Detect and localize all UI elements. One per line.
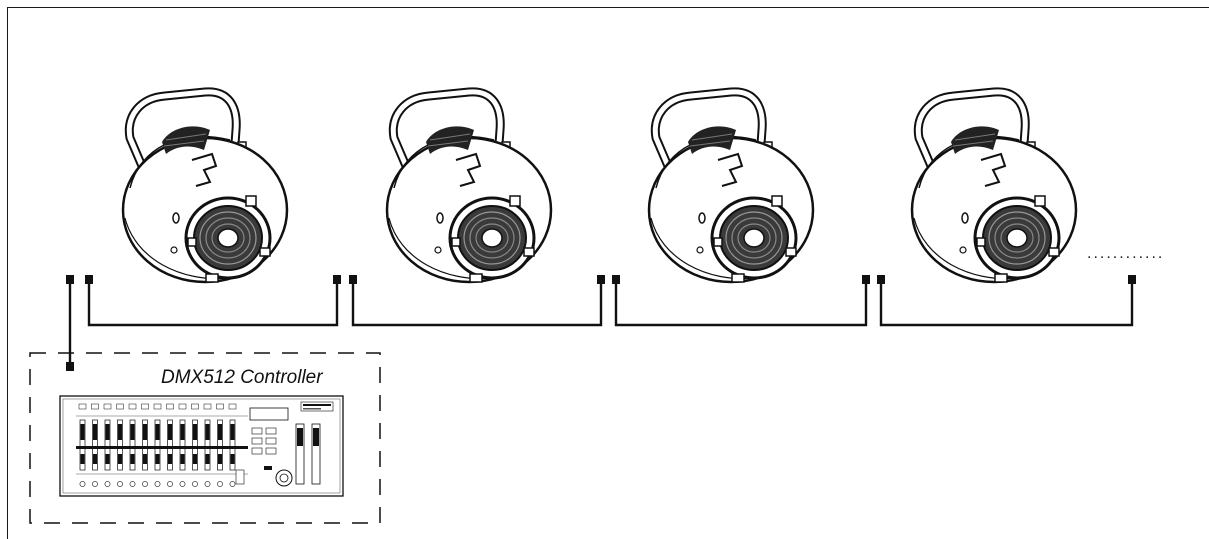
connector-controller-out: [66, 362, 74, 371]
cable-fixture-4-to-next: [879, 280, 1134, 327]
console-fader-channel: [153, 403, 162, 487]
dmx-connectors: [66, 275, 1136, 371]
console-fader-channel: [228, 403, 237, 487]
cable-fixture-3-to-4: [614, 280, 868, 327]
dmx-cable-chain: [68, 280, 1134, 366]
console-fader-channel: [141, 403, 149, 487]
console-fader-channel: [203, 403, 212, 487]
controller-dashed-box: [29, 352, 381, 524]
connector-in-3: [597, 275, 605, 284]
console-scene-bar: [76, 446, 248, 449]
console-fader-channel: [216, 403, 224, 487]
console-fader-channel: [191, 403, 199, 487]
connector-out-4: [877, 275, 885, 284]
connector-out-2: [349, 275, 357, 284]
fixture-4: [912, 92, 1076, 282]
connector-in-1: [66, 275, 74, 284]
fixture-3: [649, 92, 813, 282]
dmx-console-icon: [59, 395, 344, 497]
connector-in-4: [862, 275, 870, 284]
console-fader-channel: [91, 403, 99, 487]
console-fader-channel: [178, 403, 187, 487]
fixture-2: [387, 92, 551, 282]
console-fader-channel: [116, 403, 124, 487]
cable-fixture-2-to-3: [351, 280, 603, 327]
console-fader-channel: [166, 403, 174, 487]
continuation-marker: ............: [1087, 245, 1164, 262]
connector-out-3: [612, 275, 620, 284]
connector-in-next: [1128, 275, 1136, 284]
connector-out-1: [85, 275, 93, 284]
console-fader-channel: [128, 403, 137, 487]
connector-in-2: [333, 275, 341, 284]
console-fader-channel: [78, 403, 87, 487]
cable-fixture-1-to-2: [87, 280, 339, 327]
console-fader-channel: [103, 403, 112, 487]
controller-label: DMX512 Controller: [161, 367, 323, 388]
fixture-1: [123, 92, 287, 282]
